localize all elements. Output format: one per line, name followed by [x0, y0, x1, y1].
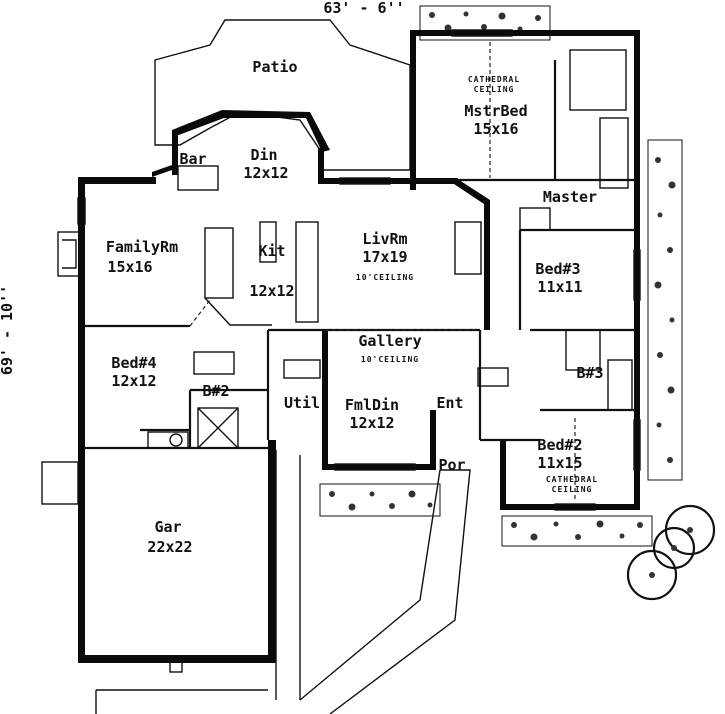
- fireplace: [57, 231, 81, 277]
- planter-right: [647, 139, 683, 481]
- livrm-label: LivRm: [362, 230, 407, 248]
- planter-front: [319, 483, 441, 517]
- master-bath-label: Master: [543, 188, 597, 206]
- bed2-note-1: CATHEDRAL: [546, 475, 598, 484]
- bar-counter: [177, 165, 219, 191]
- master-tub: [599, 117, 629, 189]
- laundry: [147, 431, 189, 449]
- fmldin-size: 12x12: [349, 414, 394, 432]
- landscape-planters: [319, 5, 716, 601]
- bed2-size: 11x15: [537, 454, 582, 472]
- ent-label: Ent: [436, 394, 463, 412]
- din-label: Din: [250, 146, 277, 164]
- util-label: Util: [284, 394, 320, 412]
- bed4-size: 12x12: [111, 372, 156, 390]
- mstrbed-note-1: CATHEDRAL: [468, 75, 520, 84]
- mstrbed-note-2: CEILING: [474, 85, 515, 94]
- fixtures: [41, 49, 633, 673]
- patio-label: Patio: [252, 58, 297, 76]
- exterior-walls: [78, 30, 640, 663]
- gallery-note: 10'CEILING: [361, 355, 419, 364]
- front-walk: [95, 450, 471, 714]
- living-fireplace: [454, 221, 482, 275]
- gallery-label: Gallery: [358, 332, 421, 350]
- bath3-tub: [607, 359, 633, 411]
- gar-size: 22x22: [147, 538, 192, 556]
- family-size: 15x16: [107, 258, 152, 276]
- livrm-note: 10'CEILING: [356, 273, 414, 282]
- bed2-note-2: CEILING: [552, 485, 593, 494]
- bed3-size: 11x11: [537, 278, 582, 296]
- ceiling-lines: [189, 42, 576, 500]
- gar-label: Gar: [154, 518, 181, 536]
- bed4-label: Bed#4: [111, 354, 156, 372]
- fmldin-label: FmlDin: [345, 396, 399, 414]
- kitchen-counter: [204, 297, 272, 326]
- labels: 63' - 6'' 69' - 10'' Patio CATHEDRAL CEI…: [0, 0, 604, 556]
- b2-label: B#2: [202, 382, 229, 400]
- family-label: FamilyRm: [106, 238, 178, 256]
- width-dimension: 63' - 6'': [323, 0, 404, 17]
- bar-label: Bar: [179, 150, 206, 168]
- kit-size: 12x12: [249, 282, 294, 300]
- b3-label: B#3: [576, 364, 603, 382]
- master-closet: [569, 49, 627, 111]
- din-size: 12x12: [243, 164, 288, 182]
- planter-bed2: [501, 515, 653, 547]
- kit-label: Kit: [258, 242, 285, 260]
- windows: [77, 29, 641, 511]
- mstrbed-label: MstrBed: [464, 102, 527, 120]
- bed3-label: Bed#3: [535, 260, 580, 278]
- depth-dimension: 69' - 10'': [0, 285, 16, 375]
- por-label: Por: [438, 456, 465, 474]
- patio-outline: [154, 19, 411, 171]
- livrm-size: 17x19: [362, 248, 407, 266]
- bed2-label: Bed#2: [537, 436, 582, 454]
- mstrbed-size: 15x16: [473, 120, 518, 138]
- garage-storage: [41, 461, 79, 505]
- kitchen-island: [204, 227, 234, 299]
- tree-cluster: [626, 504, 716, 601]
